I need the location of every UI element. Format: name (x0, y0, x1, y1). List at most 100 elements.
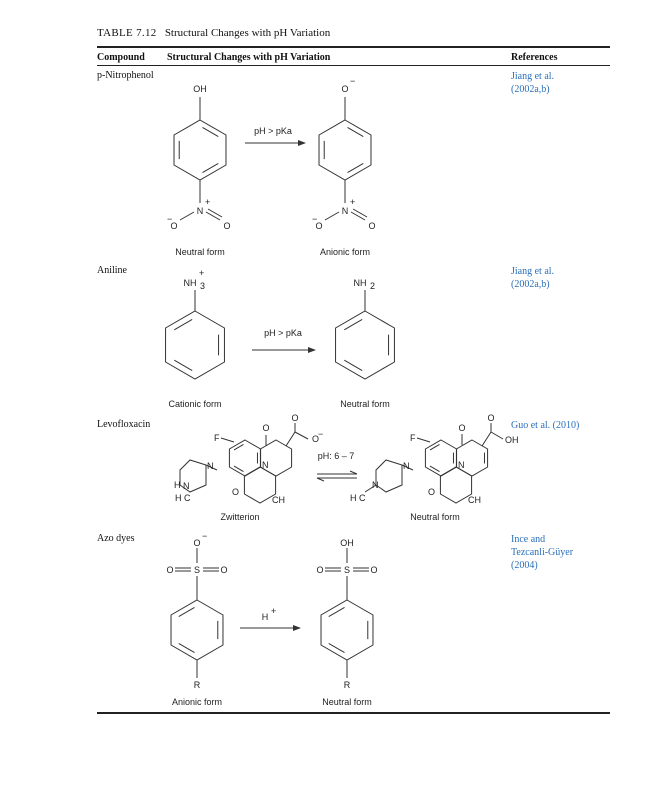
p-nitrophenol-neutral: OH N + O − O Neutral form (167, 84, 231, 257)
svg-text:OH: OH (505, 435, 519, 445)
double-bond (174, 359, 193, 372)
svg-text:CH: CH (468, 495, 481, 505)
form-label: Neutral form (175, 247, 225, 257)
double-bond (347, 163, 364, 173)
ring (439, 466, 473, 504)
ring (165, 310, 225, 380)
svg-text:O: O (368, 221, 375, 231)
svg-text:O: O (341, 84, 348, 94)
double-bond (344, 359, 363, 372)
double-bond (233, 444, 244, 451)
svg-text:+: + (271, 606, 276, 616)
double-bond (328, 643, 345, 653)
double-bond (174, 318, 193, 331)
header-references: References (511, 52, 558, 63)
reference-link[interactable]: Jiang et al.(2002a,b) (511, 266, 555, 290)
double-bond (233, 465, 244, 472)
table-title: Structural Changes with pH Variation (164, 27, 331, 39)
double-bond (347, 127, 364, 137)
svg-text:R: R (344, 680, 351, 690)
svg-text:−: − (167, 214, 172, 224)
reaction-condition: pH: 6 – 7 (318, 451, 355, 461)
svg-text:O: O (312, 434, 319, 444)
ring (318, 119, 372, 181)
form-label: Neutral form (340, 399, 390, 409)
double-bond (344, 318, 363, 331)
azo-dye-anionic: O − S O O R Anionic form (166, 531, 227, 707)
svg-text:−: − (202, 531, 207, 541)
ring (320, 599, 374, 661)
reference-link[interactable]: Guo et al. (2010) (511, 420, 580, 431)
double-bond (178, 643, 195, 653)
svg-text:−: − (318, 429, 323, 439)
form-label: Anionic form (172, 697, 222, 707)
svg-text:CH: CH (272, 495, 285, 505)
ring (170, 599, 224, 661)
svg-text:O: O (220, 565, 227, 575)
form-label: Neutral form (322, 697, 372, 707)
svg-text:2: 2 (370, 281, 375, 291)
svg-text:O: O (193, 538, 200, 548)
compound-name: p-Nitrophenol (97, 70, 154, 81)
svg-text:+: + (205, 197, 210, 207)
svg-text:S: S (194, 565, 200, 575)
ring (173, 119, 227, 181)
double-bond (429, 465, 440, 472)
form-label: Neutral form (410, 512, 460, 522)
svg-text:N: N (403, 461, 410, 471)
svg-text:O: O (232, 487, 239, 497)
svg-text:+: + (199, 268, 204, 278)
p-nitrophenol-anionic: O − N + O − O Anionic form (312, 76, 376, 257)
svg-text:N: N (207, 461, 214, 471)
reference-link[interactable]: Jiang et al.(2002a,b) (511, 71, 555, 95)
svg-text:O: O (315, 221, 322, 231)
compound-name: Azo dyes (97, 533, 135, 544)
double-bond (328, 607, 345, 617)
svg-text:H C: H C (175, 493, 191, 503)
svg-text:N: N (262, 460, 269, 470)
form-label: Zwitterion (220, 512, 259, 522)
double-bond (429, 444, 440, 451)
bottom-rule (97, 712, 610, 714)
svg-text:H: H (174, 480, 181, 490)
svg-text:N: N (183, 481, 190, 491)
svg-text:3: 3 (200, 281, 205, 291)
levofloxacin-neutral: O O OH F N N O CH N H C Neutral form (350, 413, 519, 522)
svg-text:R: R (194, 680, 201, 690)
double-bond (202, 127, 219, 137)
header-changes: Structural Changes with pH Variation (167, 52, 331, 63)
ring (228, 439, 262, 477)
reaction-condition: H (262, 612, 269, 622)
compound-name: Levofloxacin (97, 419, 151, 430)
svg-text:N: N (342, 206, 349, 216)
svg-text:+: + (350, 197, 355, 207)
svg-text:O: O (428, 487, 435, 497)
svg-text:N: N (458, 460, 465, 470)
svg-text:OH: OH (340, 538, 354, 548)
svg-text:N: N (197, 206, 204, 216)
table-number: TABLE 7.12 (97, 27, 157, 39)
svg-text:O: O (291, 413, 298, 423)
compound-name: Aniline (97, 265, 127, 276)
svg-text:−: − (350, 76, 355, 86)
ring (243, 466, 277, 504)
svg-text:O: O (458, 423, 465, 433)
svg-text:O: O (166, 565, 173, 575)
aniline-neutral: NH 2 Neutral form (340, 278, 390, 409)
table-caption: TABLE 7.12 Structural Changes with pH Va… (97, 27, 330, 39)
svg-text:O: O (223, 221, 230, 231)
svg-text:N: N (372, 480, 379, 490)
svg-text:OH: OH (193, 84, 207, 94)
double-bond (178, 607, 195, 617)
header-compound: Compound (97, 52, 145, 63)
svg-text:O: O (262, 423, 269, 433)
equilibrium-arrows (316, 470, 358, 482)
reaction-condition: pH > pKa (264, 328, 302, 338)
svg-text:NH: NH (184, 278, 197, 288)
form-label: Cationic form (168, 399, 221, 409)
svg-text:S: S (344, 565, 350, 575)
svg-text:−: − (312, 214, 317, 224)
double-bond (202, 163, 219, 173)
